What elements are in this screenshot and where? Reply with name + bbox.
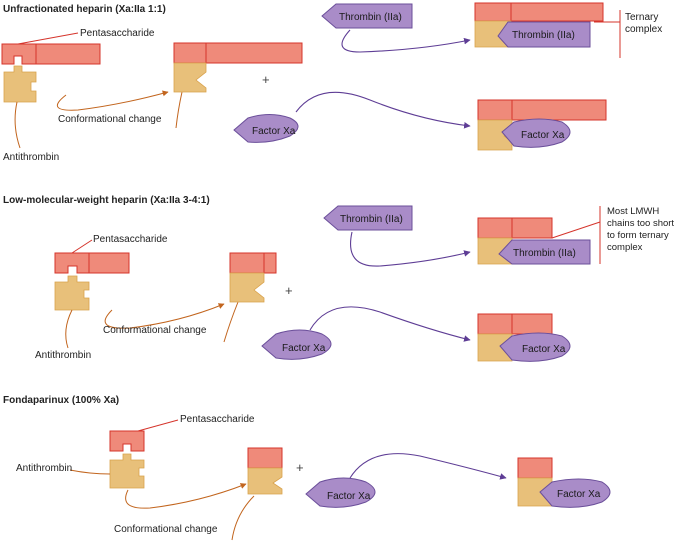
lmwh-plus-sign: + <box>285 283 293 298</box>
lmwh-factor-xa-ellipse[interactable]: Factor Xa <box>261 329 332 360</box>
complex-factor-xa-ufh: Factor Xa <box>477 99 607 151</box>
lmwh-antithrombin-complex <box>229 252 277 303</box>
ternary-label-line1: Ternary <box>625 12 658 23</box>
lmwh-pentasaccharide-label: Pentasaccharide <box>93 234 168 245</box>
lmwh-note-line2: chains too short <box>607 218 674 229</box>
factor-xa-ellipse[interactable]: Factor Xa <box>233 114 299 143</box>
pentasaccharide-pointer <box>17 32 79 45</box>
svg-text:Factor Xa: Factor Xa <box>522 344 566 355</box>
lmwh-note-line3: to form ternary <box>607 230 669 241</box>
section-title-fondaparinux: Fondaparinux (100% Xa) <box>3 395 119 406</box>
thrombin-arrow <box>341 29 471 53</box>
lmwh-complex-factor-xa: Factor Xa <box>477 313 571 362</box>
fonda-conformational-arrow <box>125 483 247 509</box>
fonda-factor-xa-arrow <box>349 453 507 480</box>
conformational-change-label: Conformational change <box>58 114 162 125</box>
svg-text:Factor Xa: Factor Xa <box>521 130 565 141</box>
svg-text:Factor Xa: Factor Xa <box>327 491 371 502</box>
antithrombin-label: Antithrombin <box>3 152 59 163</box>
lmwh-chain-free <box>54 252 130 274</box>
lmwh-antithrombin-label: Antithrombin <box>35 350 91 361</box>
lmwh-factor-xa-arrow <box>309 306 471 342</box>
svg-text:Thrombin (IIa): Thrombin (IIa) <box>340 214 403 225</box>
fonda-antithrombin-label: Antithrombin <box>16 463 72 474</box>
ternary-complex-thrombin: Thrombin (IIa) <box>474 2 604 48</box>
svg-text:Factor Xa: Factor Xa <box>282 343 326 354</box>
fonda-factor-xa-ellipse[interactable]: Factor Xa <box>305 477 376 508</box>
fonda-pentasaccharide-label: Pentasaccharide <box>180 414 255 425</box>
ternary-label-line2: complex <box>625 24 662 35</box>
antithrombin-shape <box>3 65 37 103</box>
thrombin-tag[interactable]: Thrombin (IIa) <box>321 3 413 29</box>
fonda-antithrombin-shape <box>109 453 145 489</box>
lmwh-conformational-arrow <box>104 303 225 329</box>
fonda-antithrombin-complex <box>247 447 283 495</box>
fonda-complex-factor-xa: Factor Xa <box>517 457 611 508</box>
lmwh-thrombin-tag[interactable]: Thrombin (IIa) <box>323 205 413 231</box>
fonda-plus-sign: + <box>296 460 304 475</box>
svg-text:Thrombin (IIa): Thrombin (IIa) <box>512 30 575 41</box>
fonda-conformational-label: Conformational change <box>114 524 218 535</box>
svg-text:Factor Xa: Factor Xa <box>252 126 296 137</box>
svg-text:Thrombin (IIa): Thrombin (IIa) <box>339 12 402 23</box>
section-title-lmwh: Low-molecular-weight heparin (Xa:IIa 3-4… <box>3 195 210 206</box>
heparin-antithrombin-complex <box>173 42 303 93</box>
section-title-ufh: Unfractionated heparin (Xa:IIa 1:1) <box>3 4 166 15</box>
plus-sign: + <box>262 72 270 87</box>
lmwh-note-line4: complex <box>607 242 643 253</box>
fonda-pentasaccharide-free <box>109 430 145 452</box>
svg-text:Thrombin (IIa): Thrombin (IIa) <box>513 248 576 259</box>
lmwh-thrombin-attempt: Thrombin (IIa) <box>477 217 591 265</box>
heparin-chain-free <box>1 43 101 65</box>
lmwh-note-line1: Most LMWH <box>607 206 659 217</box>
conformational-change-arrow <box>56 90 169 111</box>
factor-xa-arrow <box>295 91 471 129</box>
svg-text:Factor Xa: Factor Xa <box>557 489 601 500</box>
lmwh-thrombin-arrow <box>350 231 471 267</box>
lmwh-conformational-label: Conformational change <box>103 325 207 336</box>
pentasaccharide-label: Pentasaccharide <box>80 28 155 39</box>
lmwh-antithrombin-shape <box>54 275 90 311</box>
